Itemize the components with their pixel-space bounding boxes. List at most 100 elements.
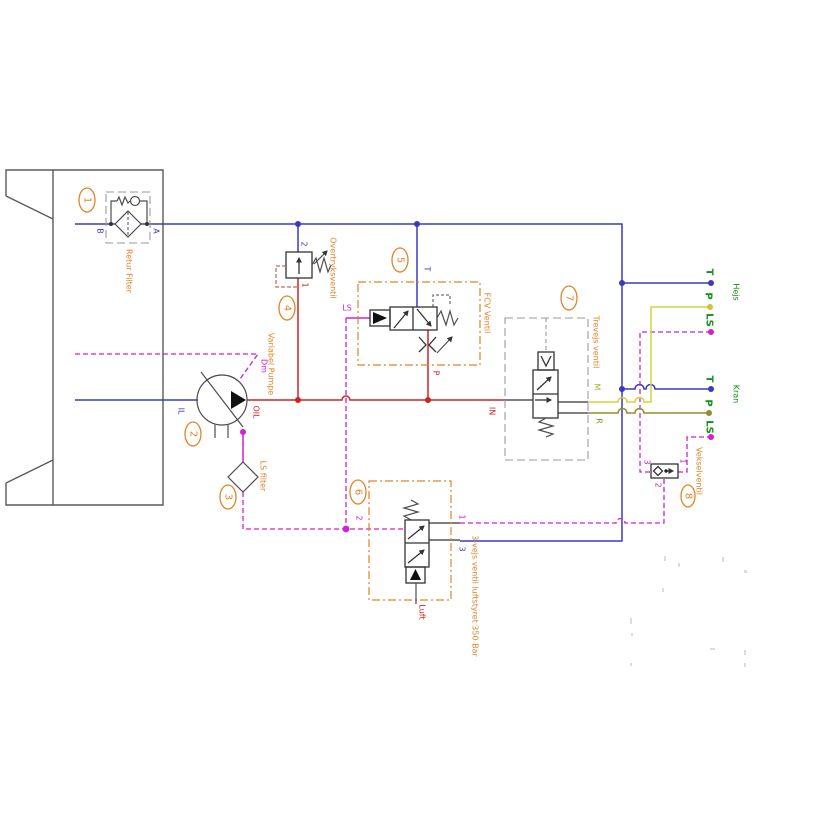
- component-name: FCV Ventil: [483, 293, 492, 334]
- junction-dot: [414, 221, 420, 227]
- pump-drain: [214, 425, 229, 438]
- port-label-1: 1: [679, 458, 688, 463]
- kran-t-line: [622, 383, 711, 390]
- hejs-p-terminal: [707, 304, 713, 310]
- hejs-t-label: T: [704, 269, 715, 276]
- component-number-badge: [278, 295, 296, 321]
- component-number-badge: [219, 484, 237, 510]
- port-label-p: P: [432, 371, 441, 376]
- tank-outline: [5, 169, 164, 506]
- pilot-feedback-line: [432, 294, 451, 307]
- valve6-to-shuttle: [460, 478, 665, 524]
- kran-group-label: Kran: [732, 385, 741, 404]
- spring-icon: [536, 417, 556, 438]
- output-hejs: T P LS Hejs: [703, 269, 741, 335]
- component-number-badge: [349, 479, 367, 505]
- spring-icon: [311, 255, 332, 275]
- component-8-vekselventil: 8 3 1 2 Vekselventil: [643, 447, 704, 508]
- pump-icon: [196, 374, 248, 426]
- junction-dot: [619, 280, 625, 286]
- variable-arrow: [200, 371, 244, 428]
- kran-ls-label: LS: [704, 420, 715, 434]
- component-number: 4: [282, 305, 293, 311]
- component-name: Retur Filter: [125, 249, 134, 294]
- component-number: 1: [82, 197, 93, 203]
- junction-dot: [295, 397, 301, 403]
- ls-filter-line: [242, 492, 405, 530]
- component-number: 5: [395, 257, 406, 263]
- component-number-badge: [560, 285, 578, 311]
- fcv-boundary-box: [357, 281, 481, 366]
- component-number: 6: [353, 489, 364, 495]
- tank-rail: [141, 223, 623, 542]
- spring-icon: [401, 499, 421, 521]
- component-name: Overtryksventil: [329, 237, 338, 299]
- component-number: 3: [223, 494, 234, 500]
- port-label-3: 3: [643, 459, 652, 464]
- print-artifacts: [630, 556, 747, 667]
- junction-dot: [342, 525, 350, 533]
- port-label-a: A: [152, 228, 161, 234]
- port-label-b: B: [96, 228, 105, 234]
- pilot-line: [275, 265, 298, 288]
- port-label-1: 1: [301, 282, 310, 287]
- port-label-in: IN: [488, 407, 497, 415]
- throttle-icon: [418, 336, 427, 353]
- component-7-trevejs-ventil: 7 IN M R Trevejs ventil: [488, 285, 604, 461]
- component-number: 2: [188, 431, 199, 437]
- spring-icon: [436, 308, 459, 327]
- hejs-ls-terminal: [708, 329, 714, 335]
- component-5-fcv-ventil: 5 T P LS FCV Ventil: [342, 247, 492, 376]
- m-line: [588, 306, 710, 403]
- kran-ls-line: [678, 436, 711, 473]
- dm-pilot-line: [75, 353, 260, 380]
- component-name: LS filter: [259, 461, 268, 492]
- component-name: Trevejs ventil: [592, 315, 601, 369]
- component-3-ls-filter: 3 LS filter: [219, 461, 268, 510]
- kran-t-terminal: [708, 386, 714, 392]
- r-line: [588, 407, 709, 414]
- port-label-luft: Luft: [418, 604, 427, 619]
- pump-flow-triangle: [231, 391, 246, 409]
- port-label-oil: OIL: [252, 405, 261, 419]
- component-2-variabel-pumpe: 2 IL OIL Dm Variabel Pumpe: [177, 333, 276, 447]
- component-number-badge: [78, 187, 96, 213]
- hejs-p-label: P: [703, 292, 714, 299]
- hejs-t-terminal: [708, 280, 714, 286]
- hejs-group-label: Hejs: [732, 283, 741, 300]
- check-valve-icon: [129, 195, 141, 207]
- component-number-badge: [391, 247, 409, 273]
- component-number-badge: [184, 421, 202, 447]
- component-number: 8: [683, 493, 694, 499]
- port-label-t: T: [423, 266, 432, 272]
- component-name: Vekselventil: [695, 447, 704, 495]
- junction-dot: [619, 386, 625, 392]
- port-label-il: IL: [177, 408, 186, 415]
- junction-dot: [295, 221, 301, 227]
- port-label-2: 2: [654, 482, 663, 487]
- valve6-boundary-box: [368, 480, 452, 601]
- component-number-badge: [680, 484, 696, 508]
- kran-ls-terminal: [708, 434, 714, 440]
- return-filter-icon: [114, 210, 142, 238]
- pressure-line: [247, 395, 505, 401]
- kran-t-label: T: [704, 376, 715, 383]
- component-6-3vejs-ventil: 6 2 1 3 Luft 3-vejs ventil luftstyret 35…: [349, 479, 480, 657]
- component-name: Variabel Pumpe: [267, 333, 276, 396]
- port-label-3: 3: [458, 546, 467, 551]
- port-label-m: M: [593, 384, 602, 391]
- port-label-r: R: [595, 418, 604, 424]
- port-label-ls: LS: [342, 304, 352, 313]
- port-label-dm: Dm: [260, 359, 269, 373]
- port-label-1: 1: [458, 514, 467, 519]
- circuit-lines: [75, 221, 711, 542]
- kran-p-label: P: [703, 399, 714, 406]
- junction-dot: [425, 397, 431, 403]
- component-1-retur-filter: 1 B A Retur Filter: [78, 187, 161, 294]
- port-label-2: 2: [355, 515, 364, 520]
- junction-dot: [240, 429, 246, 435]
- output-kran: T P LS Kran: [703, 376, 741, 440]
- kran-p-terminal: [706, 410, 712, 416]
